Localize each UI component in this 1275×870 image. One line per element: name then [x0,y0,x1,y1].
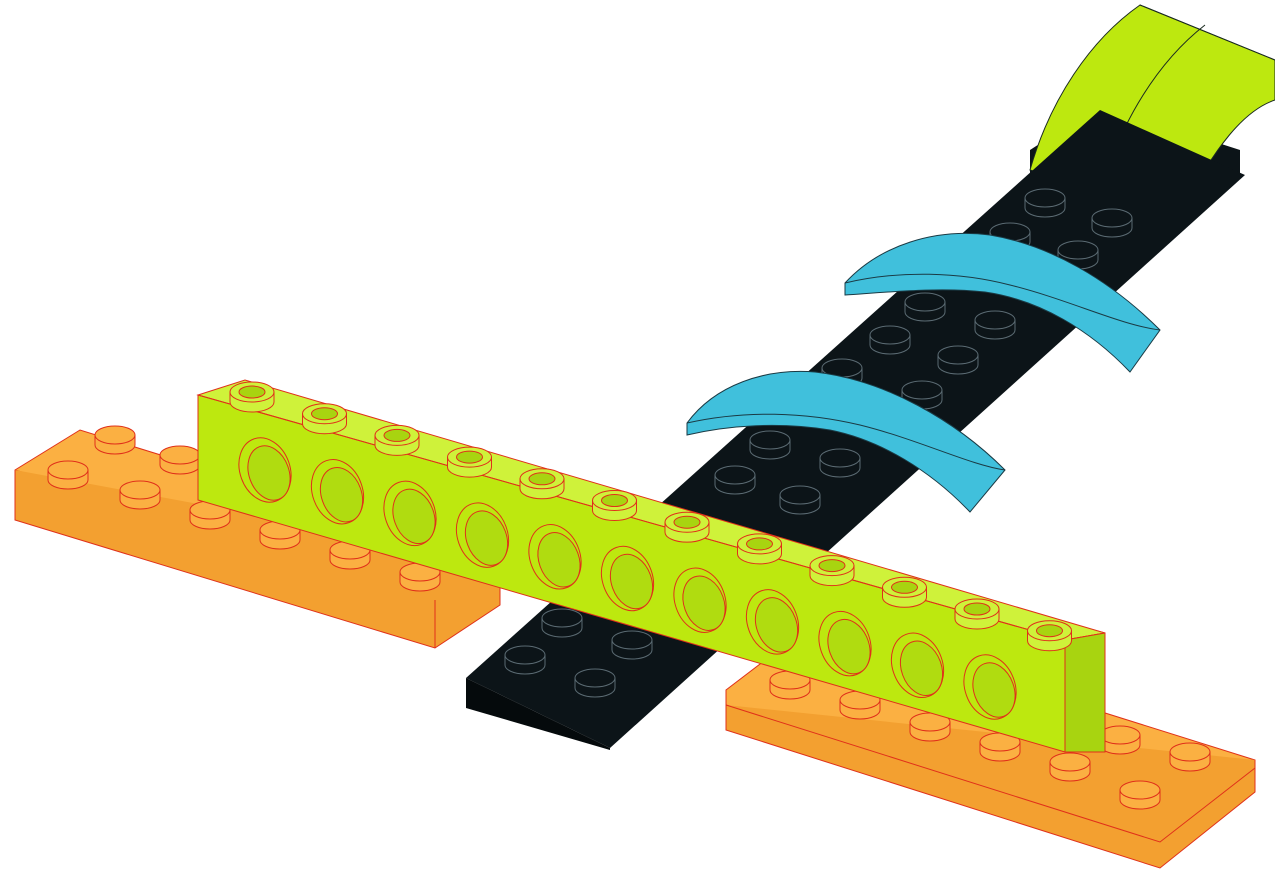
beam-stud [303,404,347,434]
beam-stud [375,425,419,455]
black-stud [1092,209,1132,237]
black-stud [870,326,910,354]
orange-stud [160,446,200,474]
orange-stud [95,426,135,454]
orange-stud [1100,726,1140,754]
beam-stud [1028,621,1072,651]
beam-stud [738,534,782,564]
orange-stud [48,461,88,489]
beam-stud [665,512,709,542]
black-stud [575,669,615,697]
beam-stud [883,577,927,607]
black-stud [938,346,978,374]
black-stud [750,431,790,459]
beam-stud [810,556,854,586]
orange-stud [120,481,160,509]
beam-stud [230,382,274,412]
black-stud [820,449,860,477]
black-stud [715,466,755,494]
black-stud [905,293,945,321]
black-stud [1025,189,1065,217]
orange-stud [1170,743,1210,771]
beam-stud [448,447,492,477]
black-stud [612,631,652,659]
beam-stud [520,469,564,499]
beam-stud [955,599,999,629]
black-stud [780,486,820,514]
orange-stud [1050,753,1090,781]
black-stud [975,311,1015,339]
black-stud [505,646,545,674]
black-stud [542,609,582,637]
beam-stud [593,491,637,521]
orange-stud [1120,781,1160,809]
